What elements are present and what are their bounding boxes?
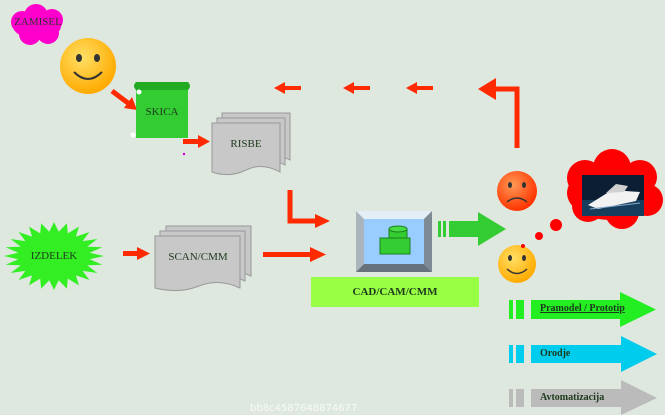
output-label-prototip: Pramodel / Prototip [540, 303, 625, 314]
thought-bubble-dots [521, 219, 562, 248]
zamisel-cloud [11, 4, 63, 45]
cad-monitor-icon [356, 211, 432, 272]
scan-documents [154, 225, 252, 292]
arrow-risbe-to-cad [287, 190, 330, 228]
output-arrow-orodje [509, 336, 657, 372]
boat-image-icon [582, 175, 644, 216]
happy-face-icon [60, 38, 116, 94]
risbe-label: RISBE [230, 138, 262, 150]
output-label-orodje: Orodje [540, 348, 571, 359]
skica-label: SKICA [145, 106, 179, 118]
skica-scroll [130, 82, 190, 138]
output-arrow-avtomatizacija [509, 380, 657, 415]
izdelek-starburst [4, 222, 104, 290]
happy-face-small-icon [498, 245, 536, 283]
sad-face-icon [497, 171, 537, 211]
output-arrow-prototip [509, 292, 656, 327]
arrow-izdelek-to-scan [123, 247, 150, 260]
cad-cam-cmm-label: CAD/CAM/CMM [352, 286, 438, 298]
arrow-skica-to-risbe [183, 135, 210, 148]
risbe-documents [211, 112, 291, 176]
return-arrows [274, 78, 520, 148]
arrow-cad-to-output [438, 212, 506, 246]
izdelek-label: IZDELEK [30, 250, 78, 262]
cad-cam-cmm-bar [311, 277, 479, 307]
zamisel-label: ZAMISEL [14, 16, 62, 28]
output-label-avtomatizacija: Avtomatizacija [540, 392, 605, 403]
arrow-scan-to-cad [263, 247, 326, 262]
arrow-face-to-skica [110, 89, 137, 110]
footer-watermark: bb8c4587648874677 [250, 403, 358, 414]
scan-cmm-label: SCAN/CMM [168, 251, 228, 263]
